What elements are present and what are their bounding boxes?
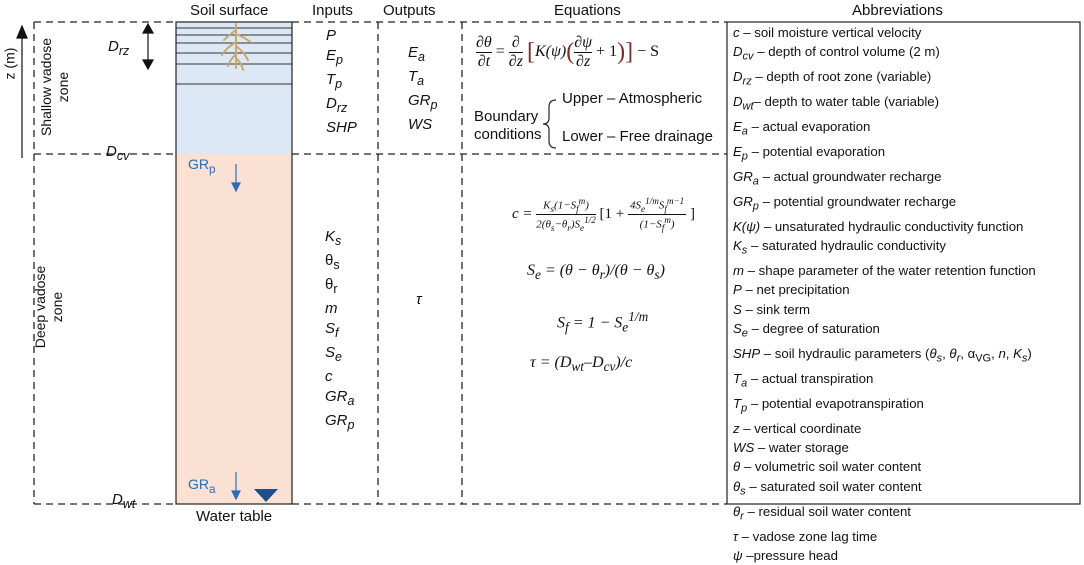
header-soil-surface: Soil surface	[190, 2, 269, 19]
abbr-z: z – vertical coordinate	[733, 420, 862, 436]
abbr-dcv: Dcv – depth of control volume (2 m)	[733, 44, 940, 63]
abbr-psi: ψ –pressure head	[733, 547, 838, 563]
deep-inputs-list: Ks θs θr m Sf Se c GRa GRp	[325, 228, 355, 432]
header-outputs: Outputs	[383, 2, 436, 19]
abbr-m: m – shape parameter of the water retenti…	[733, 263, 1036, 279]
boundary-brace	[542, 99, 557, 149]
root-icon	[221, 23, 251, 71]
abbr-se: Se – degree of saturation	[733, 320, 880, 340]
abbr-gra: GRa – actual groundwater recharge	[733, 168, 942, 188]
gra-arrow	[231, 472, 241, 501]
header-abbreviations: Abbreviations	[852, 2, 943, 19]
deep-output-tau: τ	[416, 291, 422, 308]
boundary-upper: Upper – Atmospheric	[562, 90, 703, 107]
diagram-canvas	[16, 21, 1081, 505]
abbr-ks: Ks – saturated hydraulic conductivity	[733, 238, 946, 257]
abbr-ea: Ea – actual evaporation	[733, 119, 871, 138]
water-table-triangle-icon	[254, 489, 278, 502]
shallow-inputs-list: P Ep Tp Drz SHP	[326, 27, 357, 136]
tau-equation: τ = (Dwt–Dcv)/c	[530, 354, 633, 375]
boundary-conditions-label: Boundary conditions	[474, 108, 542, 143]
abbr-theta: θ – volumetric soil water content	[733, 459, 922, 475]
shallow-outputs-list: Ea Ta GRp WS	[408, 44, 438, 133]
abbr-drz: Drz – depth of root zone (variable)	[733, 69, 932, 88]
abbreviations-list: c – soil moisture vertical velocity Dcv …	[733, 23, 1036, 565]
deep-zone-label: Deep vadose zone	[32, 265, 65, 349]
drz-label: Drz	[108, 38, 130, 58]
drz-arrow	[141, 22, 155, 71]
abbr-theta-s: θs – saturated soil water content	[733, 478, 922, 498]
grp-flux-label: GRp	[188, 156, 216, 176]
deep-zone-fill	[176, 154, 292, 504]
abbr-tau: τ – vadose zone lag time	[733, 528, 878, 544]
abbr-dwt: Dwt– depth to water table (variable)	[733, 94, 939, 113]
abbr-tp: Tp – potential evapotranspiration	[733, 395, 924, 415]
water-table-label: Water table	[196, 508, 273, 525]
z-axis-arrow	[16, 24, 28, 158]
dwt-label: Dwt	[112, 491, 136, 511]
richards-equation: ∂θ∂t = ∂∂z [K(ψ)(∂ψ∂z + 1)] − S	[476, 34, 659, 70]
shallow-zone-fill	[176, 22, 292, 154]
abbr-shp: SHP – soil hydraulic parameters (θs, θr,…	[733, 345, 1032, 365]
abbreviations-box	[726, 21, 1081, 505]
abbr-theta-r: θr – residual soil water content	[733, 503, 911, 523]
dcv-label: Dcv	[106, 143, 130, 163]
dashed-lines	[33, 21, 727, 505]
sf-equation: Sf = 1 − Se1/m	[557, 309, 649, 335]
boundary-lower: Lower – Free drainage	[562, 128, 713, 145]
velocity-equation: c = Ks(1−Sfm)2(θs−θr)Se1/2 [1 + 4Se1/mSf…	[512, 196, 695, 233]
abbr-grp: GRp – potential groundwater recharge	[733, 193, 957, 213]
abbr-ws: WS – water storage	[733, 440, 849, 456]
abbr-p: P – net precipitation	[733, 282, 850, 298]
shallow-zone-label: Shallow vadose zone	[38, 37, 71, 137]
abbr-ep: Ep – potential evaporation	[733, 144, 886, 163]
abbr-kpsi: K(ψ) – unsaturated hydraulic conductivit…	[733, 218, 1024, 234]
header-inputs: Inputs	[312, 2, 353, 19]
se-equation: Se = (θ − θr)/(θ − θs)	[527, 262, 665, 283]
gra-flux-label: GRa	[188, 476, 216, 496]
header-equations: Equations	[554, 2, 621, 19]
soil-column-outline	[175, 21, 293, 505]
grp-arrow	[231, 164, 241, 193]
abbr-s: S – sink term	[733, 301, 810, 317]
z-axis-label: z (m)	[1, 47, 18, 80]
abbr-c: c – soil moisture vertical velocity	[733, 25, 922, 40]
abbr-ta: Ta – actual transpiration	[733, 370, 874, 390]
